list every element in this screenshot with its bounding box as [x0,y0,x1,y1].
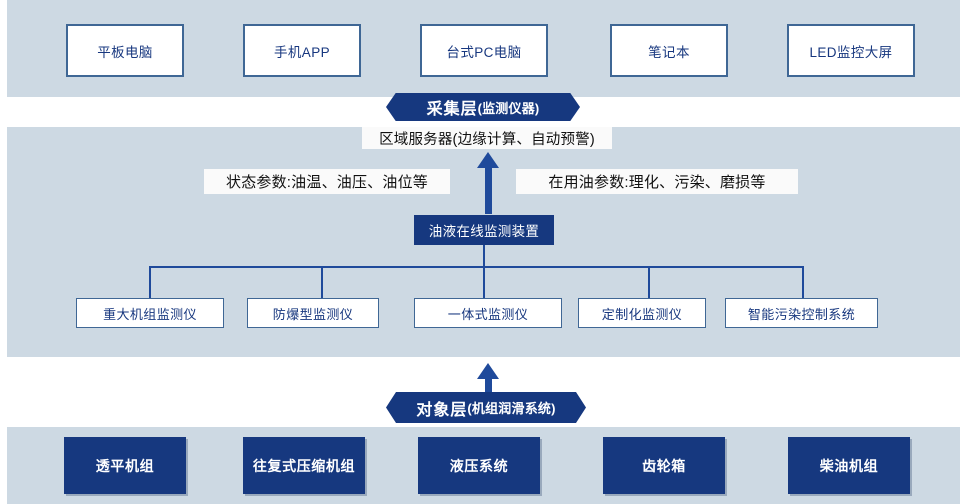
monitor-box-smart-contamination-control[interactable]: 智能污染控制系统 [725,298,878,328]
connector-drop-1 [149,266,151,298]
connector-device-stem [483,245,485,267]
regional-server-label: 区域服务器(边缘计算、自动预警) [362,127,612,149]
arrow-shaft-device-to-server [485,166,492,214]
connector-monitor-bus [149,266,804,268]
client-box-mobile-app[interactable]: 手机APP [243,24,361,77]
banner-object-subtitle: (机组润滑系统) [467,401,556,416]
banner-object-layer: 对象层 (机组润滑系统) [386,392,586,423]
object-box-turbine-unit[interactable]: 透平机组 [64,437,186,494]
client-box-laptop[interactable]: 笔记本 [610,24,728,77]
banner-object-title: 对象层 [416,401,468,419]
monitor-box-customized[interactable]: 定制化监测仪 [578,298,706,328]
inuse-oil-parameters-label: 在用油参数:理化、污染、磨损等 [516,169,798,194]
object-box-hydraulic-system[interactable]: 液压系统 [418,437,540,494]
banner-collection-layer: 采集层(监测仪器) [386,93,580,121]
banner-collection-title: 采集层 [426,101,478,118]
monitor-box-major-unit[interactable]: 重大机组监测仪 [76,298,224,328]
object-box-diesel-unit[interactable]: 柴油机组 [788,437,910,494]
arrow-head-device-to-server [477,152,499,168]
online-oil-monitoring-device-box[interactable]: 油液在线监测装置 [414,215,554,245]
connector-drop-4 [648,266,650,298]
client-box-led-screen[interactable]: LED监控大屏 [787,24,915,77]
monitor-box-explosion-proof[interactable]: 防爆型监测仪 [247,298,379,328]
connector-drop-5 [802,266,804,298]
connector-drop-3 [483,266,485,298]
arrow-shaft-object-to-middle [485,378,492,392]
object-box-gearbox[interactable]: 齿轮箱 [603,437,725,494]
state-parameters-label: 状态参数:油温、油压、油位等 [204,169,450,194]
connector-drop-2 [321,266,323,298]
banner-collection-subtitle: (监测仪器) [477,100,540,116]
client-box-desktop-pc[interactable]: 台式PC电脑 [420,24,548,77]
monitor-box-integrated[interactable]: 一体式监测仪 [414,298,562,328]
arrow-head-object-to-middle [477,363,499,379]
object-box-reciprocating-compressor[interactable]: 往复式压缩机组 [243,437,365,494]
client-box-tablet[interactable]: 平板电脑 [66,24,184,77]
